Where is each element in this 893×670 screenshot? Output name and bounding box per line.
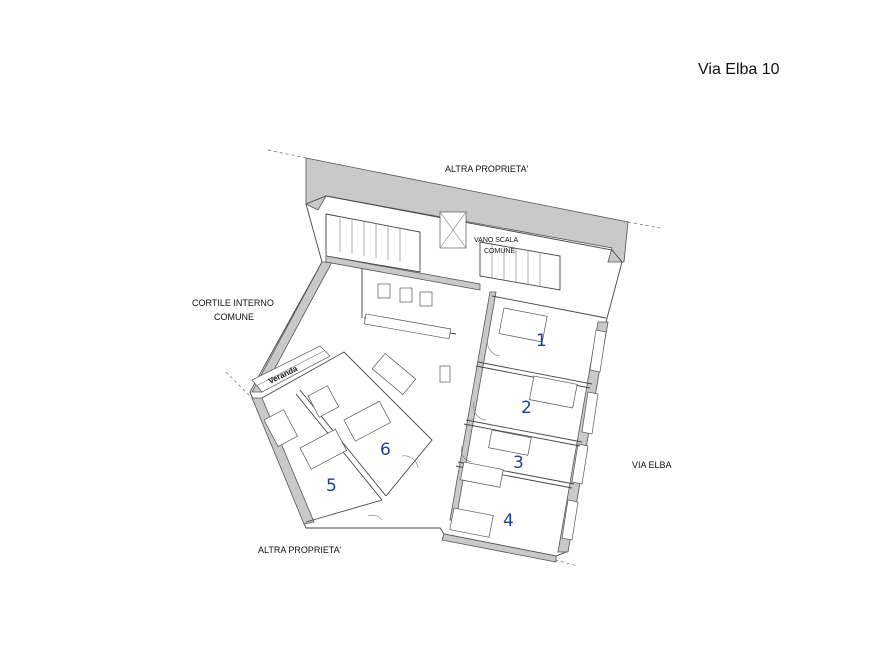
bed-room-5b xyxy=(263,409,298,447)
veranda-area xyxy=(251,345,331,393)
bed-room-3b xyxy=(460,461,504,488)
divider-2-3 xyxy=(465,419,583,443)
door-room-1 xyxy=(487,337,501,357)
appliance-3 xyxy=(419,291,433,307)
window-3 xyxy=(571,443,589,485)
room-number-2: 2 xyxy=(521,398,532,418)
bed-room-3 xyxy=(488,429,532,456)
divider-1-2 xyxy=(477,361,593,385)
boundary-line-southeast xyxy=(554,559,579,567)
lift-cross xyxy=(439,211,467,249)
room-number-1: 1 xyxy=(536,331,547,351)
door-room-6 xyxy=(401,455,419,469)
bed-room-1 xyxy=(498,307,548,343)
bed-room-6b xyxy=(307,385,340,418)
bed-room-5 xyxy=(299,428,348,470)
divider-2-3-inner xyxy=(463,423,581,447)
bed-room-6 xyxy=(343,400,392,442)
label-street: VIA ELBA xyxy=(632,460,672,470)
room-number-3: 3 xyxy=(513,453,524,473)
label-stair: VANO SCALA xyxy=(474,237,519,244)
window-1 xyxy=(589,329,607,373)
column xyxy=(439,365,451,383)
east-wall xyxy=(557,321,609,553)
dining-table xyxy=(371,352,417,396)
label-courtyard-2: COMUNE xyxy=(214,312,254,322)
window-4 xyxy=(561,499,579,541)
label-south-neighbor: ALTRA PROPRIETA' xyxy=(258,545,342,555)
room-5-south xyxy=(305,499,383,523)
room-1-north-wall xyxy=(491,295,607,319)
kitchen-counter xyxy=(363,313,452,340)
south-wall xyxy=(441,533,557,563)
corridor-wall xyxy=(449,291,497,521)
room-6-outline xyxy=(261,351,433,497)
label-courtyard: CORTILE INTERNO xyxy=(192,298,274,308)
stair-block-left xyxy=(325,213,421,273)
room-number-5: 5 xyxy=(326,476,337,496)
boundary-line-northeast xyxy=(627,221,661,229)
north-wall xyxy=(305,157,629,263)
door-room-2 xyxy=(473,401,487,421)
southwest-wall xyxy=(251,397,315,525)
appliance-2 xyxy=(399,287,413,303)
page-title: Via Elba 10 xyxy=(698,61,780,78)
appliance-1 xyxy=(377,283,391,299)
hall-wall xyxy=(325,255,481,291)
label-north-neighbor: ALTRA PROPRIETA' xyxy=(445,164,529,174)
stair-block-right xyxy=(479,241,561,291)
room-number-6: 6 xyxy=(380,440,391,460)
room-number-4: 4 xyxy=(503,511,514,531)
door-room-5 xyxy=(367,514,383,521)
boundary-line-north xyxy=(267,149,307,159)
bed-room-2 xyxy=(529,375,578,409)
stair-treads-right xyxy=(491,244,541,286)
bed-room-4 xyxy=(449,507,494,538)
veranda-line xyxy=(255,350,325,387)
door-room-3 xyxy=(461,445,473,463)
label-stair-2: COMUNE xyxy=(484,248,515,255)
stair-treads-left xyxy=(339,218,401,262)
boundary-line-west xyxy=(225,371,253,399)
window-2 xyxy=(581,391,599,435)
